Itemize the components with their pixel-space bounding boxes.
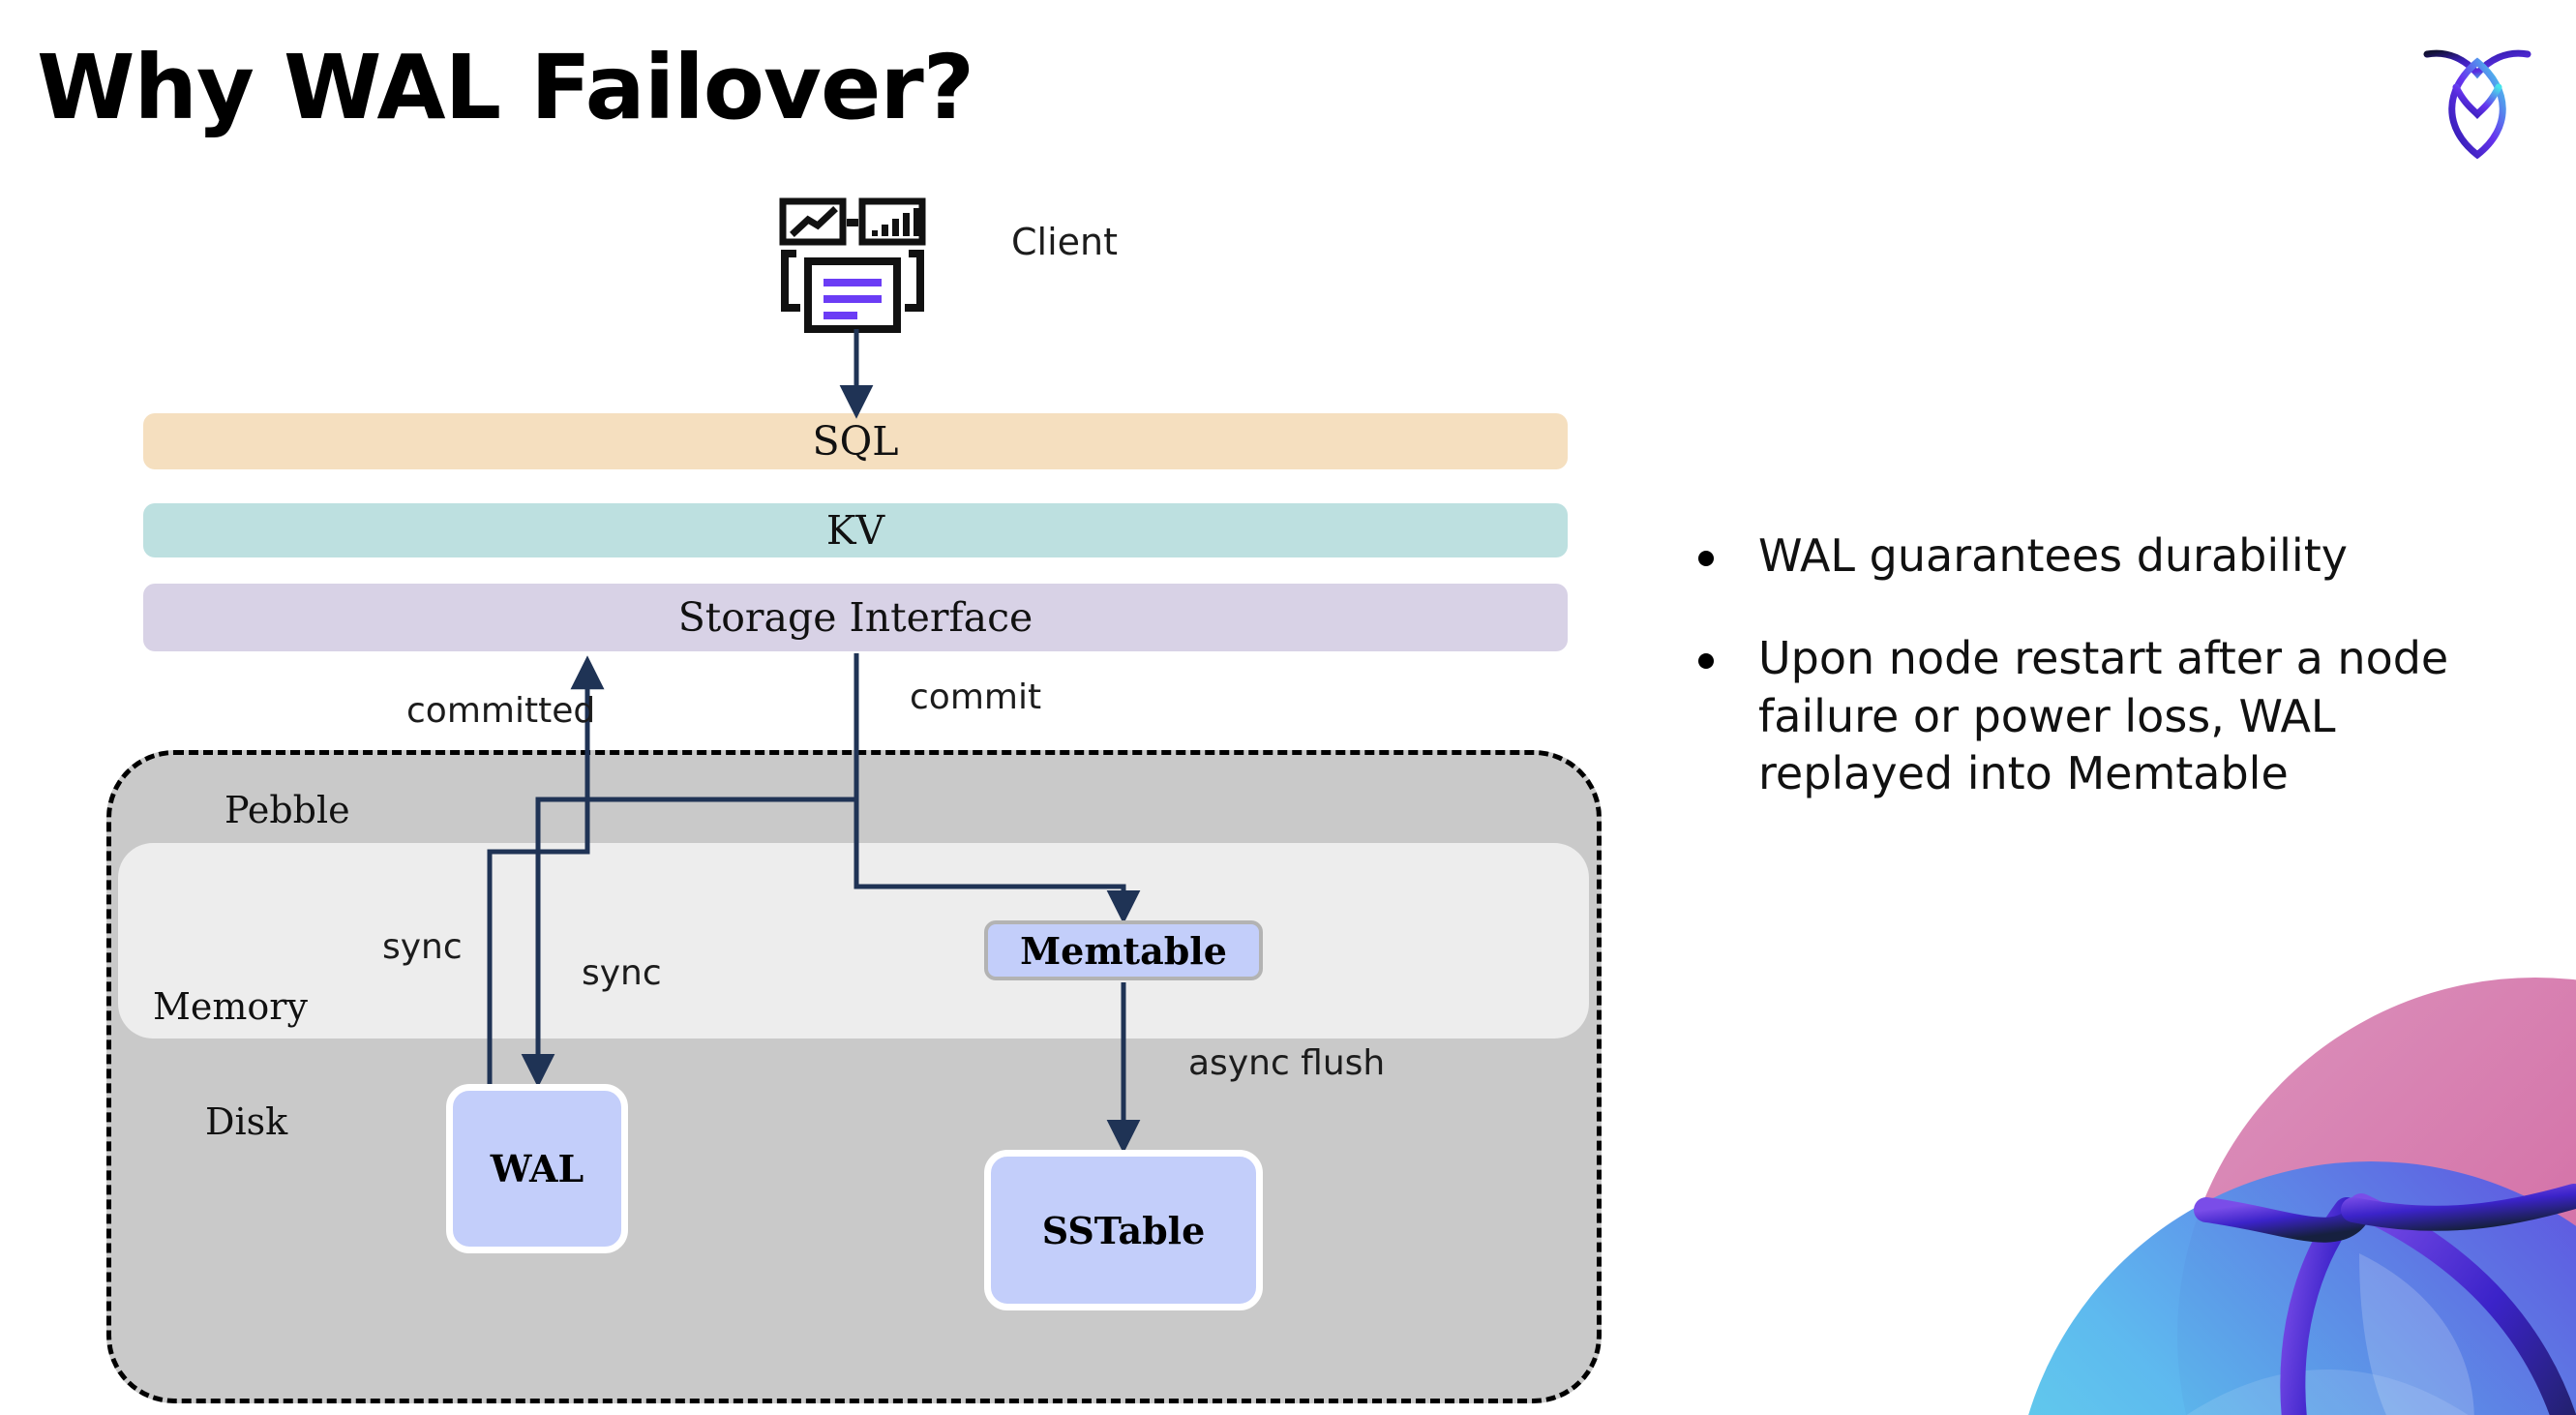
client-monitor-charts-icon <box>769 194 934 348</box>
node-label-wal: WAL <box>490 1147 584 1190</box>
bullet-list: WAL guarantees durability Upon node rest… <box>1698 527 2492 848</box>
edge-label-sync-left: sync <box>382 927 463 967</box>
bullet-dot-icon <box>1698 652 1714 669</box>
edge-label-async-flush: async flush <box>1188 1043 1386 1083</box>
layer-bar-sql: SQL <box>143 413 1568 469</box>
cockroachdb-logo-icon <box>2410 27 2545 163</box>
client-label: Client <box>1011 221 1119 263</box>
layer-bar-kv: KV <box>143 503 1568 557</box>
memory-container <box>118 843 1589 1039</box>
disk-label: Disk <box>205 1100 288 1143</box>
memory-label: Memory <box>153 985 308 1028</box>
page-title: Why WAL Failover? <box>37 36 974 139</box>
bullet-text: WAL guarantees durability <box>1758 529 2348 582</box>
node-label-memtable: Memtable <box>1020 928 1227 973</box>
node-wal: WAL <box>446 1084 628 1253</box>
cockroachdb-watermark-icon <box>1955 919 2576 1415</box>
list-item: Upon node restart after a node failure o… <box>1698 630 2492 803</box>
node-memtable: Memtable <box>984 920 1263 980</box>
edge-label-commit: commit <box>910 677 1042 717</box>
list-item: WAL guarantees durability <box>1698 527 2492 586</box>
layer-label-storage: Storage Interface <box>677 594 1033 641</box>
bullet-dot-icon <box>1698 551 1714 566</box>
layer-label-sql: SQL <box>812 418 899 465</box>
pebble-label: Pebble <box>225 789 350 831</box>
layer-bar-storage: Storage Interface <box>143 584 1568 651</box>
edge-label-sync-right: sync <box>582 953 662 993</box>
bullet-text: Upon node restart after a node failure o… <box>1758 631 2449 800</box>
node-label-sstable: SSTable <box>1041 1208 1206 1252</box>
edge-label-committed: committed <box>406 691 596 731</box>
layer-label-kv: KV <box>825 507 885 554</box>
node-sstable: SSTable <box>984 1150 1263 1310</box>
